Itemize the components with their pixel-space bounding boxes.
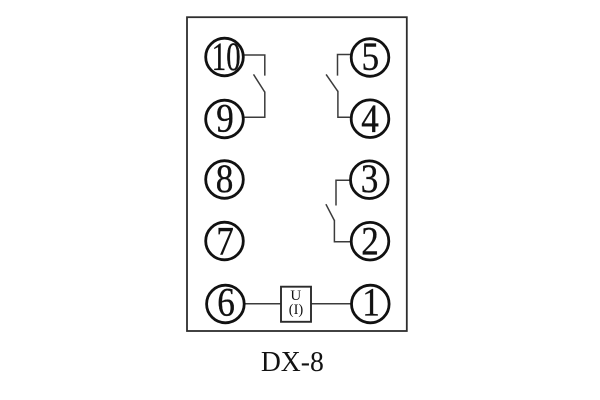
svg-text:7: 7 — [216, 220, 234, 265]
svg-text:5: 5 — [362, 35, 380, 80]
svg-text:4: 4 — [361, 97, 379, 142]
svg-text:8: 8 — [216, 157, 234, 202]
svg-text:2: 2 — [361, 220, 379, 265]
svg-text:3: 3 — [361, 157, 379, 202]
svg-text:9: 9 — [216, 96, 234, 141]
svg-text:1: 1 — [362, 281, 380, 326]
svg-text:(I): (I) — [289, 302, 304, 318]
svg-text:U: U — [290, 288, 301, 304]
svg-text:10: 10 — [212, 34, 241, 79]
svg-text:DX-8: DX-8 — [261, 347, 324, 378]
svg-text:6: 6 — [217, 281, 235, 326]
